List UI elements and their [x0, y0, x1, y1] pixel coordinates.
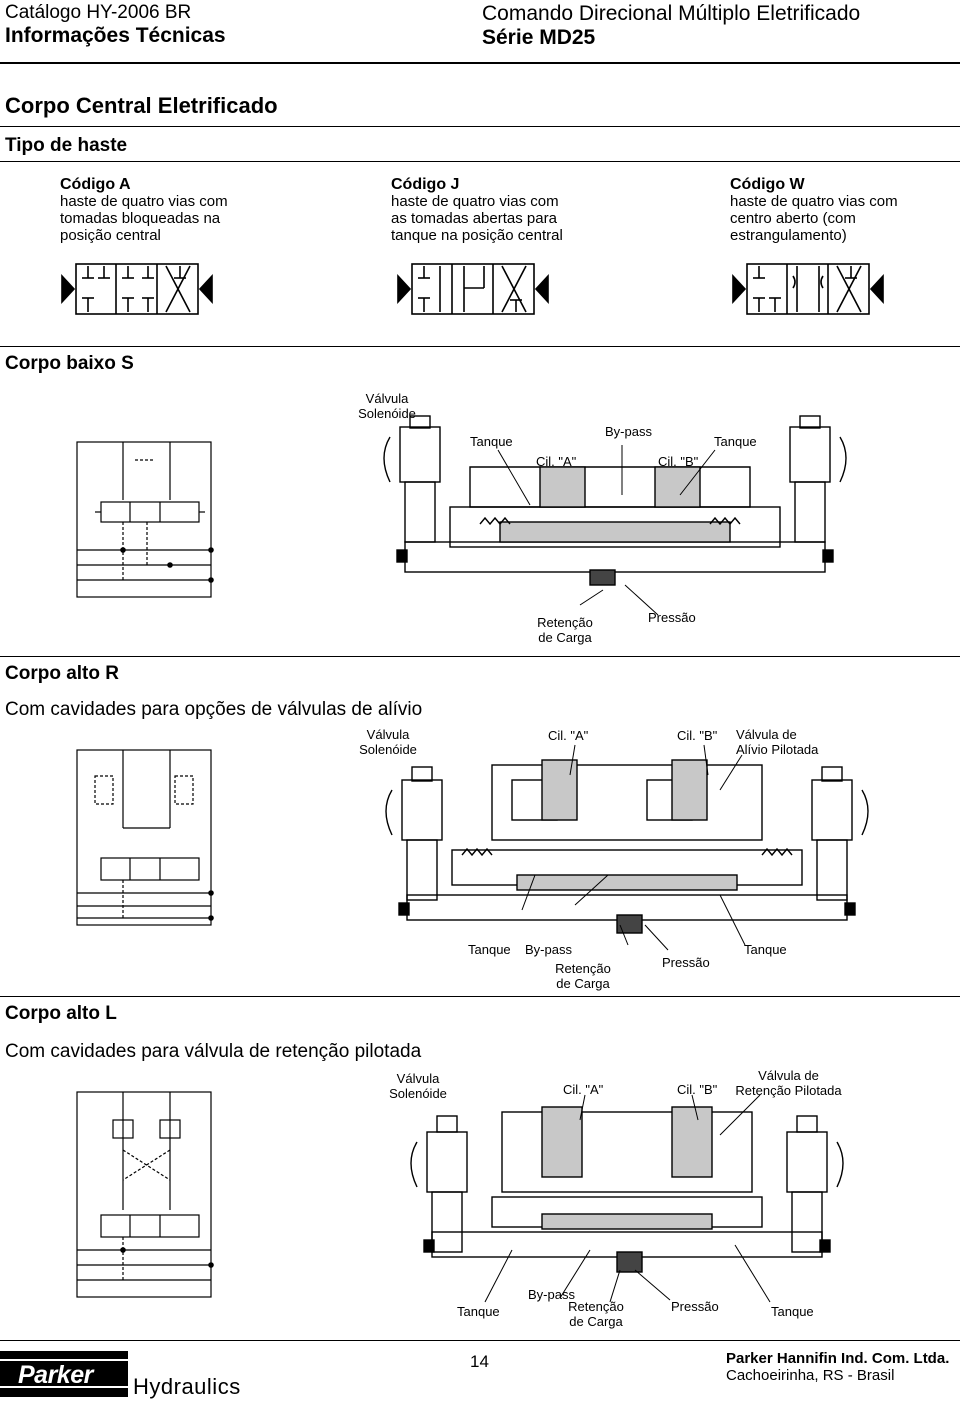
body-r-solenoid-label: Válvula Solenóide — [353, 727, 423, 757]
body-r-circuit-diagram — [76, 749, 214, 926]
label-line: Válvula — [396, 1071, 440, 1086]
body-s-valve-section — [383, 415, 847, 586]
label-line: Solenóide — [358, 406, 416, 421]
body-l-leader-lines — [484, 1094, 771, 1303]
body-s-bypass-label: By-pass — [605, 424, 652, 439]
label-line: Solenóide — [389, 1086, 447, 1101]
header-rule — [0, 62, 960, 64]
body-s-heading: Corpo baixo S — [5, 353, 134, 374]
label-line: Válvula — [365, 391, 409, 406]
body-l-tank-right-label: Tanque — [771, 1304, 814, 1319]
body-l-valve-section — [410, 1106, 844, 1273]
code-j-title: Código J — [391, 176, 460, 193]
parker-logo-text: Parker — [18, 1361, 93, 1389]
body-r-heading: Corpo alto R — [5, 663, 119, 684]
body-s-tank-left-label: Tanque — [470, 434, 513, 449]
body-l-bypass-label: By-pass — [528, 1287, 575, 1302]
label-line: de Carga — [556, 976, 610, 991]
body-r-subheading: Com cavidades para opções de válvulas de… — [5, 699, 423, 720]
series-name: Série MD25 — [482, 26, 596, 49]
code-w-line: haste de quatro vias com — [730, 193, 898, 210]
label-line: Válvula de — [736, 727, 797, 742]
code-a-line: tomadas bloqueadas na — [60, 210, 221, 227]
page-title: Corpo Central Eletrificado — [5, 93, 278, 118]
code-j-line: as tomadas abertas para — [391, 210, 557, 227]
body-r-leader-lines — [521, 744, 746, 951]
stem-rule — [0, 161, 960, 162]
company-name: Parker Hannifin Ind. Com. Ltda. — [726, 1350, 950, 1367]
body-r-bypass-label: By-pass — [525, 942, 572, 957]
label-line: Válvula de — [758, 1068, 819, 1083]
body-r-rule — [0, 656, 960, 657]
body-l-cyl-b-label: Cil. "B" — [677, 1082, 718, 1097]
title-rule — [0, 126, 960, 127]
body-r-cyl-a-label: Cil. "A" — [548, 728, 589, 743]
spool-symbol-w — [732, 263, 884, 315]
label-line: Retenção — [568, 1299, 624, 1314]
body-l-subheading: Com cavidades para válvula de retenção p… — [5, 1041, 422, 1062]
body-s-cyl-a-label: Cil. "A" — [536, 454, 577, 469]
body-l-circuit-diagram — [76, 1091, 214, 1298]
body-r-tank-right-label: Tanque — [744, 942, 787, 957]
body-s-rule — [0, 346, 960, 347]
page-number: 14 — [470, 1352, 489, 1371]
body-r-tank-left-label: Tanque — [468, 942, 511, 957]
label-line: Alívio Pilotada — [736, 742, 819, 757]
spool-symbol-a — [61, 263, 213, 315]
code-j-line: tanque na posição central — [391, 227, 563, 244]
body-s-pressure-label: Pressão — [648, 610, 696, 625]
label-line: de Carga — [538, 630, 592, 645]
label-line: Retenção Pilotada — [735, 1083, 842, 1098]
body-r-relief-label: Válvula de Alívio Pilotada — [736, 727, 818, 757]
body-l-pilot-check-label: Válvula de Retenção Pilotada — [731, 1068, 846, 1098]
body-s-circuit-diagram — [76, 441, 214, 598]
code-w-title: Código W — [730, 176, 805, 193]
body-s-leader-lines — [497, 445, 716, 616]
label-line: Válvula — [366, 727, 410, 742]
code-w-block: Código W haste de quatro vias com centro… — [730, 176, 898, 244]
code-j-line: haste de quatro vias com — [391, 193, 559, 210]
body-l-heading: Corpo alto L — [5, 1003, 117, 1024]
code-a-block: Código A haste de quatro vias com tomada… — [60, 176, 228, 244]
code-w-line: centro aberto (com — [730, 210, 856, 227]
product-name: Comando Direcional Múltiplo Eletrificado — [482, 2, 861, 25]
body-r-pressure-label: Pressão — [662, 955, 710, 970]
code-a-line: posição central — [60, 227, 161, 244]
footer-rule — [0, 1340, 960, 1341]
catalog-id: Catálogo HY-2006 BR — [5, 2, 192, 23]
code-j-block: Código J haste de quatro vias com as tom… — [391, 176, 563, 244]
body-l-rule — [0, 996, 960, 997]
body-s-load-check-label: Retenção de Carga — [530, 615, 600, 645]
code-w-line: estrangulamento) — [730, 227, 847, 244]
body-s-solenoid-label: Válvula Solenóide — [352, 391, 422, 421]
stem-type-heading: Tipo de haste — [5, 135, 128, 156]
label-line: de Carga — [569, 1314, 623, 1329]
section-name: Informações Técnicas — [5, 24, 226, 47]
body-s-cyl-b-label: Cil. "B" — [658, 454, 699, 469]
body-l-cyl-a-label: Cil. "A" — [563, 1082, 604, 1097]
body-l-load-check-label: Retenção de Carga — [561, 1299, 631, 1329]
body-l-pressure-label: Pressão — [671, 1299, 719, 1314]
code-a-title: Código A — [60, 176, 131, 193]
company-city: Cachoeirinha, RS - Brasil — [726, 1367, 895, 1384]
label-line: Retenção — [537, 615, 593, 630]
body-l-solenoid-label: Válvula Solenóide — [383, 1071, 453, 1101]
body-s-tank-right-label: Tanque — [714, 434, 757, 449]
label-line: Solenóide — [359, 742, 417, 757]
label-line: Retenção — [555, 961, 611, 976]
code-a-line: haste de quatro vias com — [60, 193, 228, 210]
body-r-load-check-label: Retenção de Carga — [548, 961, 618, 991]
body-r-cyl-b-label: Cil. "B" — [677, 728, 718, 743]
division-name: Hydraulics — [133, 1374, 241, 1399]
body-l-tank-left-label: Tanque — [457, 1304, 500, 1319]
spool-symbol-j — [397, 263, 549, 315]
parker-logo: Parker — [0, 1351, 128, 1397]
